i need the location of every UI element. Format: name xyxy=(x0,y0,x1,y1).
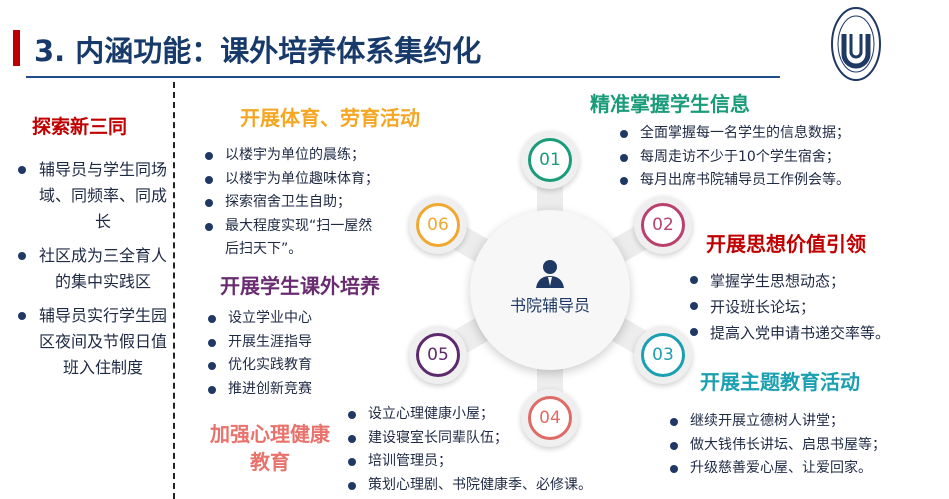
heading-line: 加强心理健康 xyxy=(210,422,330,446)
list-item: 优化实践教育 xyxy=(206,354,312,378)
title-divider xyxy=(26,76,780,78)
list-item: 继续开展立德树人讲堂； xyxy=(668,410,886,434)
list-item: 提高入党申请书递交率等。 xyxy=(688,320,890,346)
node-04: 04 xyxy=(521,389,579,447)
list-item: 培训管理员； xyxy=(346,450,592,474)
list-item: 开展生涯指导 xyxy=(206,331,312,355)
list-item: 推进创新竞赛 xyxy=(206,378,312,402)
list-item: 社区成为三全育人的集中实践区 xyxy=(18,243,168,295)
list-item: 开设班长论坛； xyxy=(688,294,890,320)
heading-line: 教育 xyxy=(250,450,290,474)
hub-label: 书院辅导员 xyxy=(509,296,590,315)
node-05: 05 xyxy=(409,326,467,384)
list-item: 设立心理健康小屋； xyxy=(346,403,592,427)
section-01-list: 全面掌握每一名学生的信息数据； 每周走访不少于10个学生宿舍； 每月出席书院辅导… xyxy=(618,122,850,193)
list-item: 掌握学生思想动态； xyxy=(688,268,890,294)
list-item: 策划心理剧、书院健康季、必修课。 xyxy=(346,474,592,498)
section-02-heading: 开展思想价值引领 xyxy=(706,232,866,256)
node-06: 06 xyxy=(409,196,467,254)
list-item: 以楼宇为单位的晨练； xyxy=(203,144,379,168)
left-heading: 探索新三同 xyxy=(32,116,128,138)
section-01-heading: 精准掌握学生信息 xyxy=(590,92,750,116)
left-panel: 探索新三同 辅导员与学生同场域、同频率、同成长 社区成为三全育人的集中实践区 辅… xyxy=(18,112,168,389)
section-05-list: 设立学业中心 开展生涯指导 优化实践教育 推进创新竞赛 xyxy=(206,307,312,401)
list-item: 每月出席书院辅导员工作例会等。 xyxy=(618,169,850,193)
node-02: 02 xyxy=(634,196,692,254)
dashed-divider xyxy=(173,82,175,499)
section-04-heading: 加强心理健康 教育 xyxy=(196,420,344,476)
section-02-list: 掌握学生思想动态； 开设班长论坛； 提高入党申请书递交率等。 xyxy=(688,268,890,346)
section-06-heading: 开展体育、劳育活动 xyxy=(240,106,420,130)
list-item: 设立学业中心 xyxy=(206,307,312,331)
section-06-list: 以楼宇为单位的晨练； 以楼宇为单位趣味体育； 探索宿舍卫生自助； 最大程度实现“… xyxy=(203,144,379,262)
list-item: 辅导员实行学生园区夜间及节假日值班入住制度 xyxy=(18,303,168,381)
list-item: 全面掌握每一名学生的信息数据； xyxy=(618,122,850,146)
university-logo xyxy=(831,7,881,81)
page-title: 3. 内涵功能：课外培养体系集约化 xyxy=(34,34,482,68)
section-03-list: 继续开展立德树人讲堂； 做大钱伟长讲坛、启思书屋等； 升级慈善爱心屋、让爱回家。 xyxy=(668,410,886,481)
list-item: 做大钱伟长讲坛、启思书屋等； xyxy=(668,434,886,458)
list-item: 探索宿舍卫生自助； xyxy=(203,191,379,215)
node-01: 01 xyxy=(521,131,579,189)
list-item: 建设寝室长同辈队伍； xyxy=(346,427,592,451)
list-item: 升级慈善爱心屋、让爱回家。 xyxy=(668,457,886,481)
person-icon xyxy=(536,260,564,288)
title-accent-bar xyxy=(13,30,20,66)
section-03-heading: 开展主题教育活动 xyxy=(700,370,860,394)
hub-circle xyxy=(470,210,630,370)
node-03: 03 xyxy=(634,326,692,384)
section-05-heading: 开展学生课外培养 xyxy=(220,274,380,298)
section-04-list: 设立心理健康小屋； 建设寝室长同辈队伍； 培训管理员； 策划心理剧、书院健康季、… xyxy=(346,403,592,497)
list-item: 辅导员与学生同场域、同频率、同成长 xyxy=(18,157,168,235)
list-item: 以楼宇为单位趣味体育； xyxy=(203,168,379,192)
list-item: 每周走访不少于10个学生宿舍； xyxy=(618,146,850,170)
list-item: 最大程度实现“扫一屋然 xyxy=(203,215,379,239)
list-item: 后扫天下”。 xyxy=(225,241,303,257)
